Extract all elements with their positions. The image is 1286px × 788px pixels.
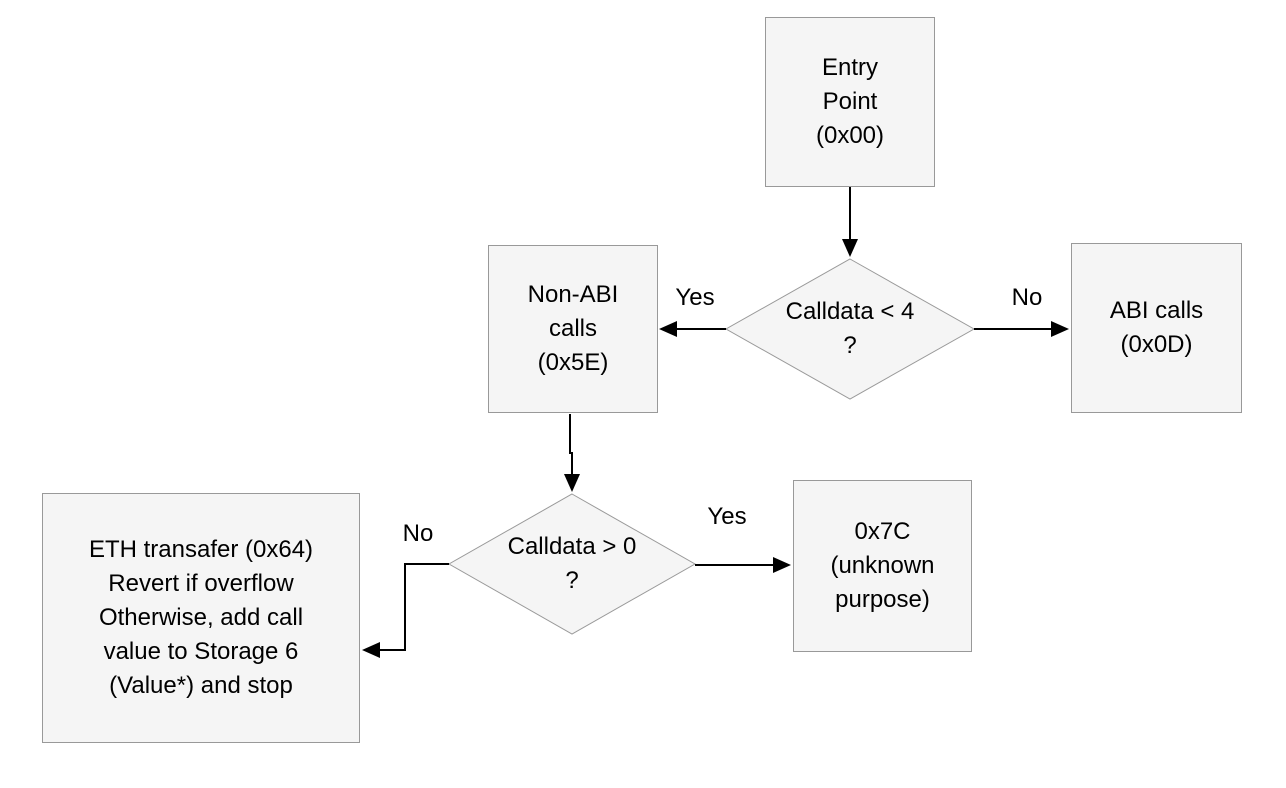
edge-nonabi-to-decision2 <box>564 414 580 492</box>
decision-calldata-lt-4-diamond-shape <box>724 258 976 400</box>
node-abi-calls-label: ABI calls (0x0D) <box>1109 297 1204 358</box>
edge-label-yes-decision2: Yes <box>707 503 747 530</box>
edge-decision2-yes-to-0x7c <box>695 557 791 573</box>
node-eth-transfer-label: ETH transafer (0x64) Revert if overflow … <box>88 536 314 699</box>
edge-label-yes-decision1: Yes <box>675 284 715 311</box>
decision-calldata-gt-0-diamond-shape <box>447 493 697 635</box>
node-0x7c-unknown-purpose-label: 0x7C (unknown purpose) <box>830 518 935 613</box>
arrowhead-left-icon <box>362 642 380 658</box>
edge-decision1-no-to-abi <box>974 321 1069 337</box>
node-eth-transfer: ETH transafer (0x64) Revert if overflow … <box>42 493 360 743</box>
decision-calldata-gt-0-label: Calldata > 0 ? <box>507 533 637 594</box>
edge-label-no-decision1: No <box>1011 284 1043 311</box>
decision-calldata-lt-4: Calldata < 4 ? <box>726 259 974 399</box>
arrowhead-right-icon <box>1051 321 1069 337</box>
node-abi-calls: ABI calls (0x0D) <box>1071 243 1242 413</box>
arrowhead-down-icon <box>564 474 580 492</box>
node-non-abi-calls: Non-ABI calls (0x5E) <box>488 245 658 413</box>
node-entry-point-label: Entry Point (0x00) <box>815 54 885 149</box>
decision-calldata-gt-0: Calldata > 0 ? <box>449 494 695 634</box>
edge-entry-to-decision1 <box>842 187 858 257</box>
node-0x7c-unknown-purpose: 0x7C (unknown purpose) <box>793 480 972 652</box>
edge-decision1-yes-to-nonabi <box>659 321 726 337</box>
edge-decision2-no-to-eth <box>362 563 449 658</box>
decision-calldata-lt-4-label: Calldata < 4 ? <box>785 298 915 359</box>
arrowhead-right-icon <box>773 557 791 573</box>
node-entry-point: Entry Point (0x00) <box>765 17 935 187</box>
node-non-abi-calls-label: Non-ABI calls (0x5E) <box>527 281 619 376</box>
arrowhead-left-icon <box>659 321 677 337</box>
edge-label-no-decision2: No <box>402 520 434 547</box>
arrowhead-down-icon <box>842 239 858 257</box>
